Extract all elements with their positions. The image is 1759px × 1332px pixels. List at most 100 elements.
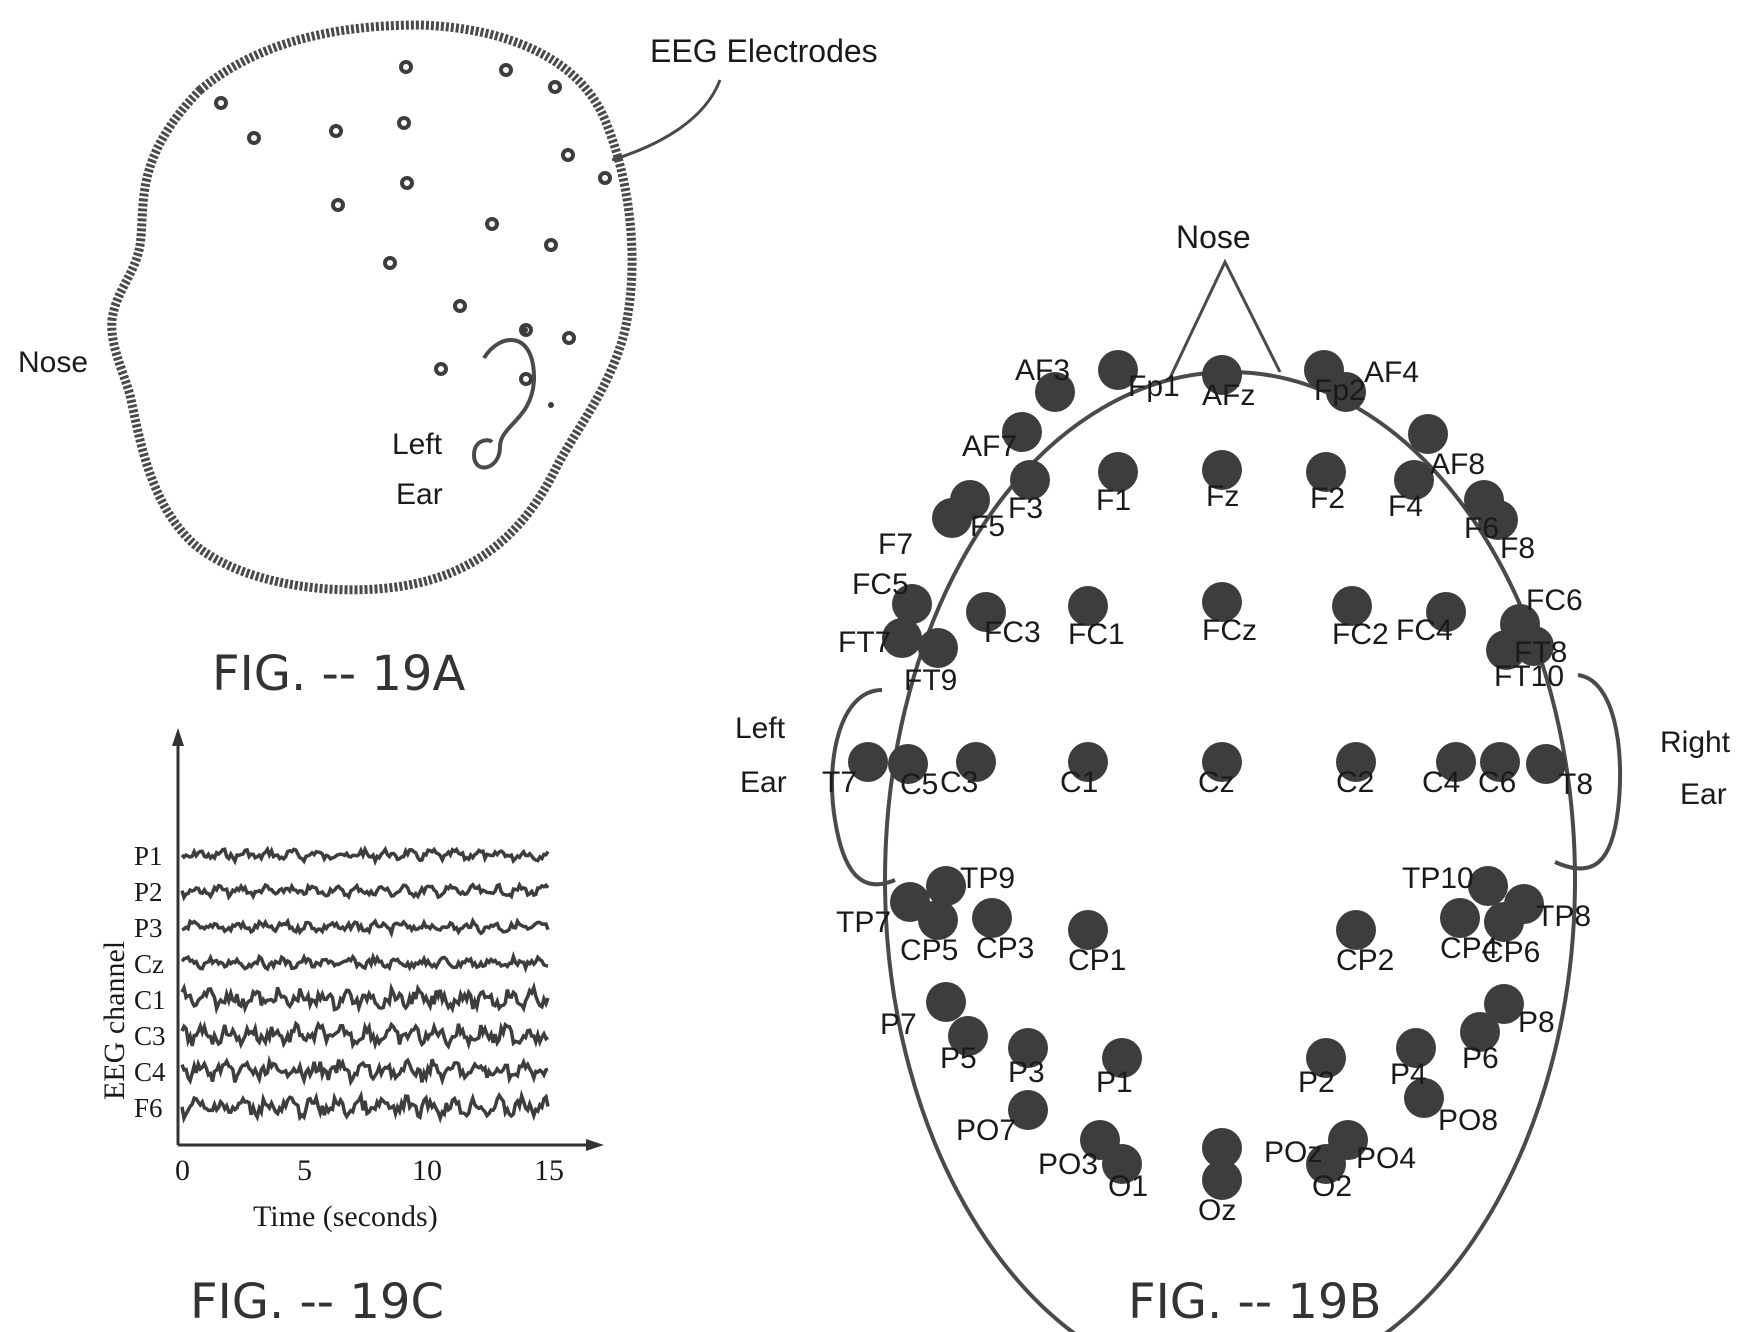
electrode-dot xyxy=(455,301,465,311)
electrode-dot xyxy=(249,133,259,143)
left-ear-label-line1: Left xyxy=(392,428,443,461)
electrode-label-po8: PO8 xyxy=(1438,1104,1498,1137)
electrode-label-af4: AF4 xyxy=(1364,356,1419,389)
eeg-trace-p2 xyxy=(182,885,548,898)
electrode-label-af7: AF7 xyxy=(962,430,1017,463)
eeg-trace-f6 xyxy=(182,1095,548,1118)
electrode-label-cp2: CP2 xyxy=(1336,944,1394,977)
electrode-label-f3: F3 xyxy=(1008,492,1043,525)
electrode-dot xyxy=(600,173,610,183)
eeg-trace-p3 xyxy=(182,921,548,933)
electrode-label-fp2: Fp2 xyxy=(1314,374,1366,407)
electrode-label-f7: F7 xyxy=(878,528,913,561)
left-ear-shape xyxy=(474,340,534,467)
electrode-dot xyxy=(521,374,531,384)
electrode-label-c3: C3 xyxy=(940,766,978,799)
electrode-f7 xyxy=(932,498,972,538)
electrode-label-ft7: FT7 xyxy=(838,626,891,659)
electrode-label-tp7: TP7 xyxy=(836,906,891,939)
electrode-label-cp3: CP3 xyxy=(976,932,1034,965)
y-axis-arrow xyxy=(172,728,184,746)
electrode-dot xyxy=(487,219,497,229)
electrode-dot xyxy=(501,65,511,75)
right-ear-label-line2: Ear xyxy=(1680,778,1727,811)
fig-19a-caption: FIG. -- 19A xyxy=(212,646,465,702)
electrode-label-c2: C2 xyxy=(1336,766,1374,799)
electrode-label-f4: F4 xyxy=(1388,490,1423,523)
fig-19b: Nose Left Ear Right Ear AF3Fp1AFzFp2AF4A… xyxy=(735,219,1731,1332)
electrode-label-f2: F2 xyxy=(1310,482,1345,515)
right-ear-label-line1: Right xyxy=(1660,726,1731,759)
fig-19c: P1P2P3CzC1C3C4F6 051015 Time (seconds) E… xyxy=(98,728,604,1330)
electrode-label-p7: P7 xyxy=(880,1008,917,1041)
x-tick-10: 10 xyxy=(412,1154,442,1187)
electrode-label-fc4: FC4 xyxy=(1396,614,1453,647)
electrode-label-tp9: TP9 xyxy=(960,862,1015,895)
x-axis-arrow xyxy=(586,1139,604,1151)
electrode-label-fcz: FCz xyxy=(1202,614,1257,647)
electrode-dot xyxy=(546,240,556,250)
x-tick-5: 5 xyxy=(297,1154,312,1187)
electrode-label-p3: P3 xyxy=(1008,1056,1045,1089)
electrode-poz xyxy=(1202,1128,1242,1168)
channel-label-cz: Cz xyxy=(134,949,164,979)
eeg-trace-p1 xyxy=(182,849,548,861)
electrode-label-p5: P5 xyxy=(940,1042,977,1075)
electrode-label-cp5: CP5 xyxy=(900,934,958,967)
electrode-label-tp10: TP10 xyxy=(1402,862,1474,895)
nose-label-side: Nose xyxy=(18,346,88,379)
channel-label-c3: C3 xyxy=(134,1021,166,1051)
eeg-traces: P1P2P3CzC1C3C4F6 xyxy=(134,841,548,1123)
callout-leader xyxy=(612,80,720,160)
electrode-label-tp8: TP8 xyxy=(1536,900,1591,933)
electrode-label-f5: F5 xyxy=(970,510,1005,543)
electrode-dot xyxy=(522,327,528,333)
eeg-trace-c4 xyxy=(182,1059,548,1082)
electrode-dot xyxy=(436,364,446,374)
y-axis-label: EEG channel xyxy=(98,941,131,1100)
electrode-dot xyxy=(385,258,395,268)
side-electrodes xyxy=(216,62,610,408)
electrode-label-f6: F6 xyxy=(1464,512,1499,545)
electrode-dot xyxy=(399,118,409,128)
eeg-trace-c3 xyxy=(182,1024,548,1047)
fig-19a: EEG Electrodes Nose Left Ear FIG. -- 19A xyxy=(18,25,878,702)
x-tick-labels: 051015 xyxy=(175,1154,564,1187)
electrode-dot xyxy=(333,200,343,210)
left-ear-label-line1: Left xyxy=(735,712,786,745)
electrode-label-fc6: FC6 xyxy=(1526,584,1583,617)
electrode-label-af8: AF8 xyxy=(1430,448,1485,481)
electrode-label-cp1: CP1 xyxy=(1068,944,1126,977)
electrode-label-fc5: FC5 xyxy=(852,568,909,601)
electrode-dot xyxy=(564,333,574,343)
channel-label-f6: F6 xyxy=(134,1093,163,1123)
electrode-label-f8: F8 xyxy=(1500,532,1535,565)
electrode-label-t7: T7 xyxy=(822,766,857,799)
fig-19c-caption: FIG. -- 19C xyxy=(190,1274,444,1330)
electrode-label-fc2: FC2 xyxy=(1332,618,1389,651)
electrode-label-fc1: FC1 xyxy=(1068,618,1125,651)
electrode-label-o2: O2 xyxy=(1312,1170,1352,1203)
electrode-label-o1: O1 xyxy=(1108,1170,1148,1203)
electrode-label-po4: PO4 xyxy=(1356,1142,1416,1175)
electrode-dot xyxy=(402,178,412,188)
electrode-label-t8: T8 xyxy=(1558,768,1593,801)
x-tick-15: 15 xyxy=(534,1154,564,1187)
channel-label-p2: P2 xyxy=(134,877,163,907)
electrode-label-c1: C1 xyxy=(1060,766,1098,799)
electrode-label-f1: F1 xyxy=(1096,484,1131,517)
electrode-dot xyxy=(401,62,411,72)
electrode-label-c5: C5 xyxy=(900,768,938,801)
head-outline-side xyxy=(112,25,632,590)
electrode-label-p8: P8 xyxy=(1518,1006,1555,1039)
electrode-dot xyxy=(331,126,341,136)
nose-label-top: Nose xyxy=(1176,219,1251,255)
electrode-label-p6: P6 xyxy=(1462,1042,1499,1075)
fig-19b-caption: FIG. -- 19B xyxy=(1128,1274,1381,1330)
electrode-label-po3: PO3 xyxy=(1038,1148,1098,1181)
electrode-label-p4: P4 xyxy=(1390,1058,1427,1091)
channel-label-p3: P3 xyxy=(134,913,163,943)
electrode-label-cz: Cz xyxy=(1198,766,1235,799)
eeg-trace-cz xyxy=(182,957,548,969)
